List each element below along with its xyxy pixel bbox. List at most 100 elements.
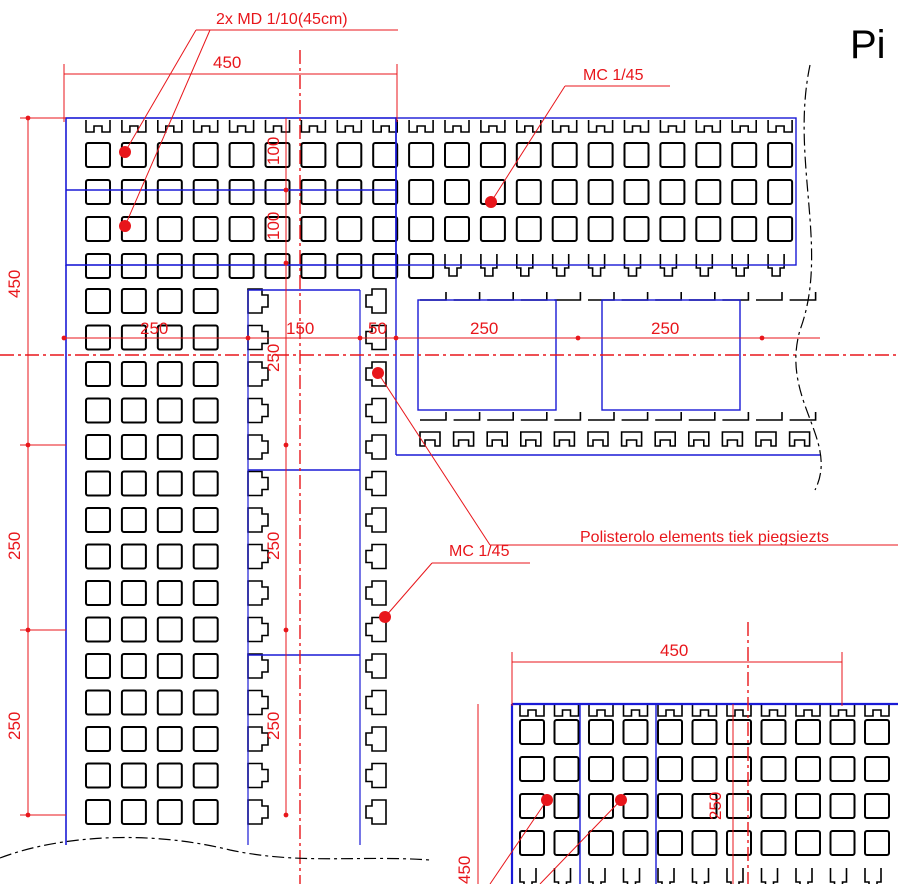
- formwork-cell-notched: [795, 868, 813, 884]
- formwork-cell-notched: [444, 254, 462, 277]
- formwork-cell: [85, 470, 111, 497]
- formwork-side-piece: [365, 799, 387, 825]
- wing-edge-piece: [621, 292, 649, 421]
- dimension-tick: [283, 442, 289, 448]
- formwork-edge-notch: [192, 120, 219, 133]
- formwork-cell: [695, 142, 722, 168]
- formwork-cell: [192, 434, 219, 460]
- inset-edge-notch: [864, 704, 890, 717]
- formwork-cell: [622, 830, 649, 856]
- formwork-cell: [551, 216, 578, 242]
- formwork-cell: [588, 719, 614, 745]
- leader-line: [384, 562, 433, 618]
- formwork-side-piece: [365, 470, 387, 497]
- formwork-cell: [659, 142, 686, 168]
- formwork-cell-notched: [657, 868, 675, 884]
- formwork-cell: [156, 288, 183, 314]
- formwork-edge-notch: [516, 120, 542, 133]
- formwork-cell: [85, 434, 111, 460]
- panel-outlines: [65, 117, 898, 884]
- formwork-cell: [760, 719, 787, 745]
- formwork-cell: [515, 216, 542, 242]
- formwork-cell: [85, 762, 111, 789]
- formwork-cell: [85, 142, 111, 168]
- formwork-cell: [519, 719, 545, 745]
- break-line-bottom: [0, 836, 431, 861]
- formwork-cell: [192, 726, 219, 752]
- formwork-cell: [156, 653, 183, 679]
- wing-lower-cell: [755, 431, 777, 447]
- formwork-cell: [519, 756, 545, 782]
- formwork-cell: [85, 616, 111, 643]
- formwork-cell-notched: [760, 868, 779, 884]
- formwork-cell: [300, 142, 327, 168]
- formwork-cell: [372, 142, 399, 168]
- formwork-cell: [120, 689, 147, 716]
- formwork-side-piece: [247, 653, 269, 679]
- formwork-cell: [795, 830, 821, 856]
- formwork-side-piece: [365, 762, 387, 789]
- formwork-cell: [120, 361, 147, 387]
- formwork-side-piece: [247, 580, 269, 606]
- formwork-cell: [372, 179, 399, 205]
- wing-lower-cell: [486, 431, 508, 447]
- formwork-cell: [192, 179, 219, 205]
- wing-edge-piece: [722, 292, 750, 421]
- formwork-cell: [553, 830, 580, 856]
- formwork-side-piece: [247, 616, 269, 643]
- formwork-cell: [372, 216, 399, 242]
- formwork-cell: [587, 179, 614, 205]
- formwork-edge-notch: [121, 120, 147, 133]
- dimension-tick: [25, 442, 31, 448]
- formwork-cell: [156, 179, 183, 205]
- formwork-cell: [336, 253, 363, 279]
- formwork-cell: [264, 253, 291, 279]
- inset-edge-notch: [519, 704, 545, 717]
- formwork-cell: [444, 179, 470, 205]
- formwork-cell: [408, 179, 435, 205]
- formwork-cell: [156, 762, 183, 789]
- formwork-cell: [864, 756, 890, 782]
- formwork-cell: [864, 793, 890, 819]
- formwork-cell: [120, 253, 147, 279]
- formwork-cell: [228, 253, 255, 279]
- formwork-side-piece: [365, 434, 387, 460]
- formwork-cell: [767, 179, 794, 205]
- formwork-cell: [864, 719, 890, 745]
- formwork-cell: [519, 793, 545, 819]
- wing-lower-cell: [620, 431, 643, 447]
- formwork-cell: [691, 830, 718, 856]
- dim-cross-50: 50: [368, 319, 387, 338]
- formwork-cell: [726, 719, 752, 745]
- formwork-cell: [120, 470, 147, 497]
- formwork-cell: [300, 179, 327, 205]
- formwork-cell: [767, 216, 794, 242]
- dim-left-height-mid: 250: [5, 532, 24, 560]
- wing-edge-piece: [588, 292, 615, 421]
- formwork-cell-notched: [726, 868, 744, 884]
- formwork-cell-notched: [829, 868, 848, 884]
- formwork-cell: [192, 216, 219, 242]
- formwork-side-piece: [247, 470, 269, 497]
- formwork-cell-grid: [85, 120, 890, 884]
- formwork-cell: [408, 253, 435, 279]
- formwork-cell: [228, 142, 255, 168]
- formwork-cell: [300, 253, 327, 279]
- formwork-side-piece: [365, 726, 387, 752]
- leader-line: [490, 85, 566, 203]
- formwork-cell: [408, 142, 435, 168]
- formwork-edge-notch: [695, 120, 722, 133]
- dim-inset-width: 450: [660, 641, 688, 660]
- inset-edge-notch: [588, 704, 614, 717]
- formwork-cell: [864, 830, 890, 856]
- wing-lower-cell: [654, 431, 676, 447]
- annotation-texts: Pi 2x MD 1/10(45cm) MC 1/45 MC 1/45 Poli…: [5, 11, 886, 884]
- formwork-cell-notched: [587, 254, 606, 277]
- formwork-cell: [691, 756, 718, 782]
- formwork-cell: [829, 719, 856, 745]
- formwork-cell: [795, 793, 821, 819]
- formwork-cell-notched: [864, 868, 882, 884]
- dimension-tick: [357, 335, 363, 341]
- formwork-edge-notch: [480, 120, 506, 133]
